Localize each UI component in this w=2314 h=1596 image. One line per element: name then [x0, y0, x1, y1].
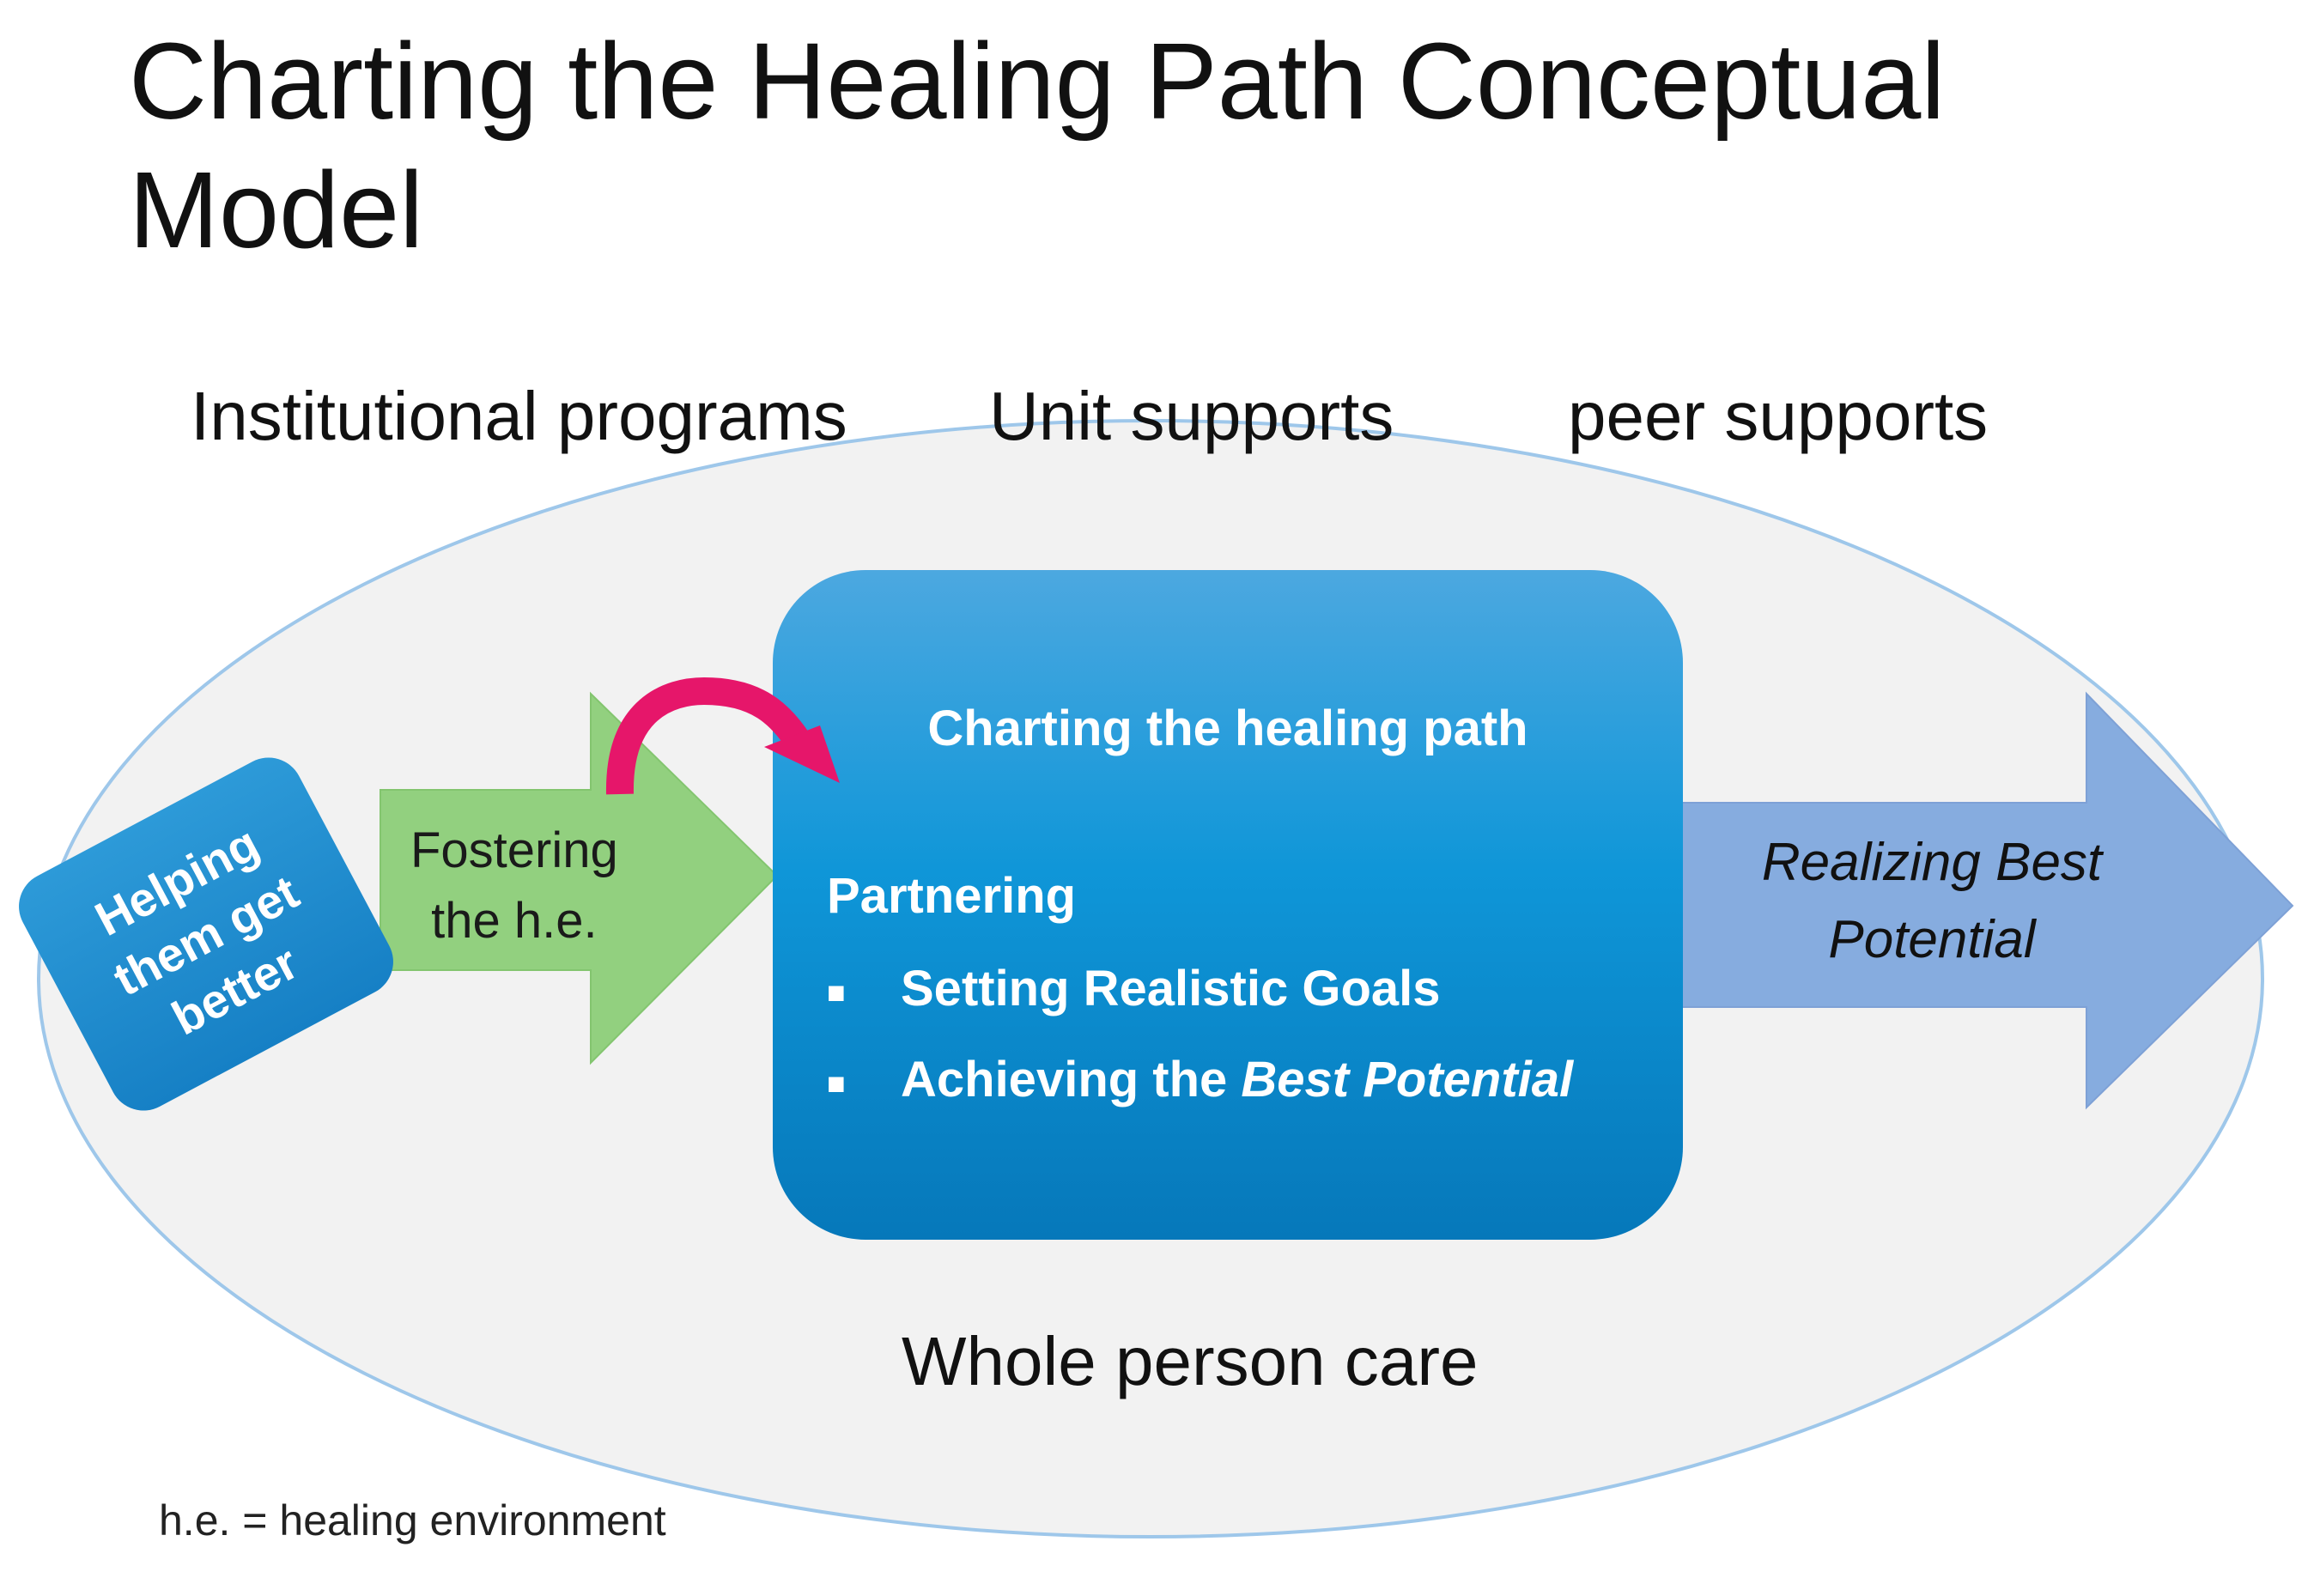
square-bullet-icon: ■: [827, 1065, 846, 1101]
bullet-setting-goals: ■ Setting Realistic Goals: [827, 960, 1441, 1017]
green-arrow-text: Fostering the h.e.: [410, 816, 618, 956]
label-whole-person-care: Whole person care: [902, 1323, 1479, 1399]
label-unit-supports: Unit supports: [989, 378, 1394, 454]
bullet-italic-text: Best Potential: [1241, 1052, 1574, 1107]
label-institutional-programs: Institutional programs: [191, 378, 847, 454]
label-peer-supports: peer supports: [1568, 378, 1989, 454]
right-arrow-text: Realizing Best Potential: [1683, 824, 2181, 979]
right-arrow: [1661, 691, 2294, 1110]
right-arrow-line-1: Realizing Best: [1761, 833, 2103, 892]
square-bullet-icon: ■: [827, 974, 846, 1010]
green-arrow: [380, 691, 779, 1065]
bullet-text: Setting Realistic Goals: [901, 961, 1441, 1016]
curved-arrow-icon: [605, 677, 840, 795]
bullet-text: Achieving the: [901, 1052, 1242, 1107]
central-box-subtitle: Partnering: [827, 868, 1077, 924]
left-box: [19, 757, 393, 1111]
right-arrow-line-2: Potential: [1828, 910, 2036, 969]
green-arrow-line-1: Fostering: [410, 822, 618, 878]
footnote: h.e. = healing environment: [159, 1496, 666, 1544]
central-box-title: Charting the healing path: [927, 701, 1528, 756]
green-arrow-line-2: the h.e.: [431, 893, 598, 949]
central-box: [773, 570, 1683, 1240]
bullet-achieving-potential: ■ Achieving the Best Potential: [827, 1051, 1573, 1108]
page-title: Charting the Healing Path Conceptual Mod…: [129, 21, 1946, 270]
